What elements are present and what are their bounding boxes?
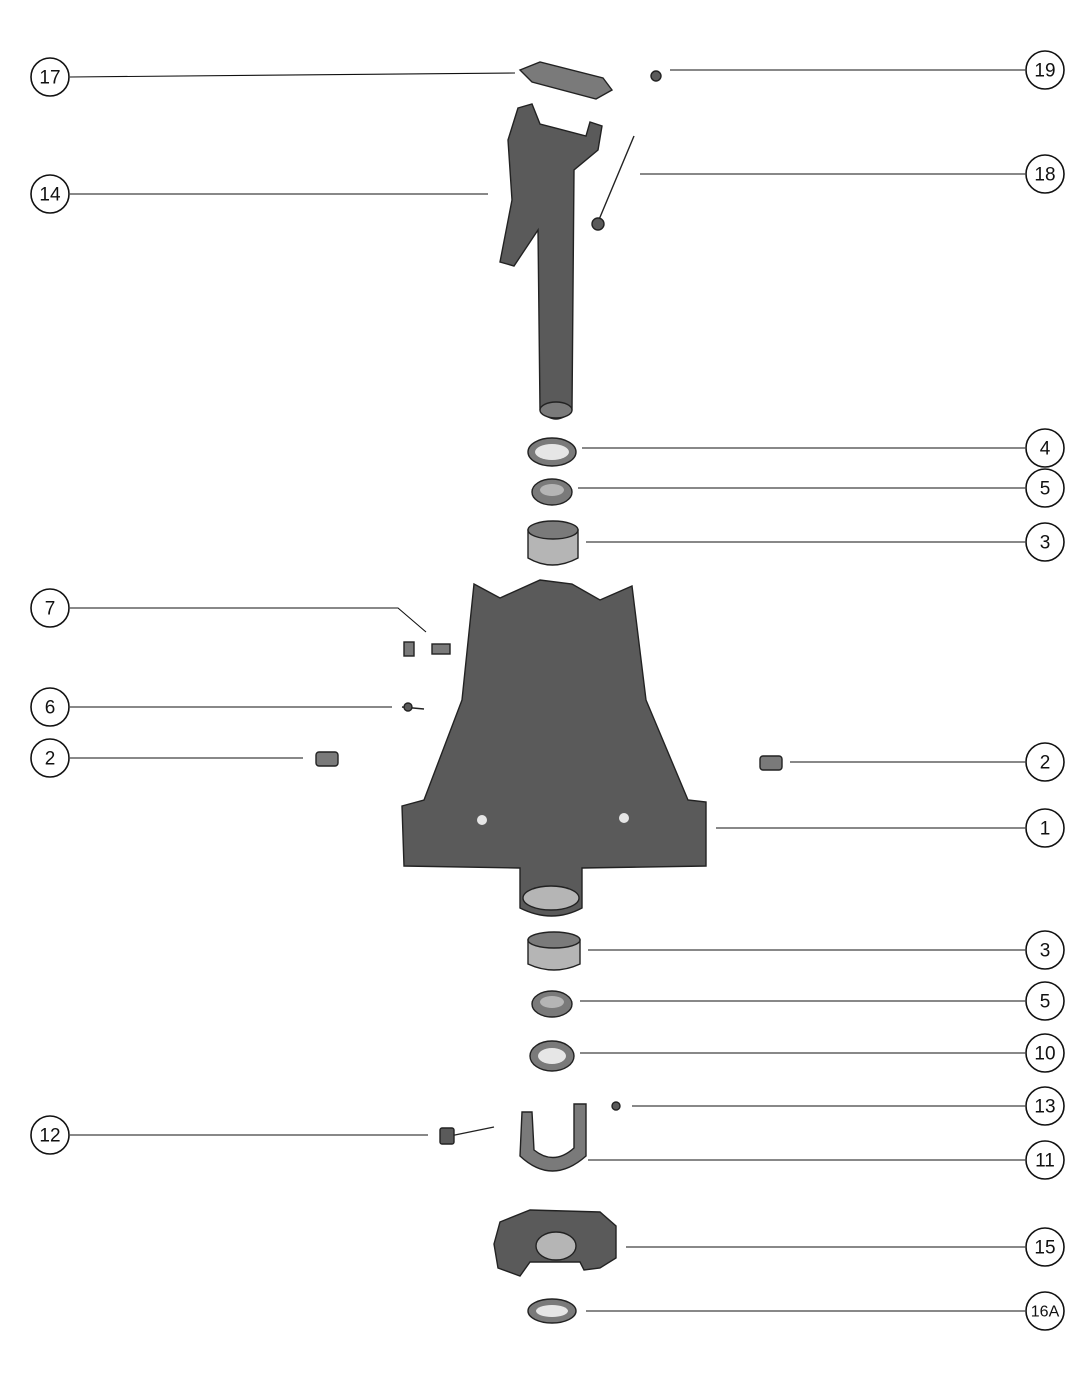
callout-19-label: 19: [1034, 61, 1055, 82]
callout-15: 15: [1025, 1227, 1065, 1267]
callout-3-top-label: 3: [1040, 533, 1051, 554]
callout-6: 6: [30, 687, 70, 727]
part-7-fitting: [403, 641, 451, 657]
callout-17: 17: [30, 57, 70, 97]
part-16a-ring: [527, 1298, 577, 1324]
callout-5-bottom-label: 5: [1040, 992, 1051, 1013]
callout-12: 12: [30, 1115, 70, 1155]
part-4-ring: [527, 437, 577, 467]
callout-2-right-label: 2: [1040, 753, 1051, 774]
callout-3-bottom-label: 3: [1040, 941, 1051, 962]
part-5-seal-top: [531, 478, 573, 506]
callout-14: 14: [30, 174, 70, 214]
part-1-swivel-housing: [401, 579, 707, 917]
callout-7: 7: [30, 588, 70, 628]
part-6-screw: [401, 702, 425, 712]
callout-4: 4: [1025, 428, 1065, 468]
callout-14-label: 14: [39, 185, 61, 206]
part-17-plate: [518, 61, 614, 100]
callout-19: 19: [1025, 50, 1065, 90]
part-12-bolt: [439, 1126, 495, 1145]
callout-10-label: 10: [1034, 1044, 1055, 1065]
callout-1-label: 1: [1040, 819, 1051, 840]
callout-3-top: 3: [1025, 522, 1065, 562]
callout-4-label: 4: [1040, 439, 1051, 460]
callout-13: 13: [1025, 1086, 1065, 1126]
part-19-nut: [650, 70, 662, 82]
callout-11-label: 11: [1035, 1151, 1055, 1172]
callout-16a: 16A: [1025, 1291, 1065, 1331]
callout-18-label: 18: [1034, 165, 1055, 186]
leader-lines: [69, 69, 1025, 1312]
callout-3-bottom: 3: [1025, 930, 1065, 970]
callout-17-label: 17: [39, 68, 60, 89]
part-2-plug-left: [315, 751, 339, 767]
part-11-clamp: [519, 1103, 587, 1172]
part-3-bushing-bottom: [527, 931, 581, 971]
callout-18: 18: [1025, 154, 1065, 194]
part-18-bolt: [591, 135, 635, 231]
callout-11: 11: [1025, 1140, 1065, 1180]
part-15-yoke: [493, 1209, 617, 1277]
callout-15-label: 15: [1034, 1238, 1055, 1259]
part-5-seal-bottom: [531, 990, 573, 1018]
callout-7-label: 7: [45, 599, 56, 620]
callout-6-label: 6: [45, 698, 56, 719]
callout-5-top-label: 5: [1040, 479, 1051, 500]
callout-2-left-label: 2: [45, 749, 56, 770]
callout-1: 1: [1025, 808, 1065, 848]
part-14-swivel-shaft: [499, 103, 603, 420]
callout-10: 10: [1025, 1033, 1065, 1073]
part-2-plug-right: [759, 755, 783, 771]
part-10-ring: [529, 1040, 575, 1072]
callout-13-label: 13: [1034, 1097, 1055, 1118]
callout-12-label: 12: [39, 1126, 60, 1147]
part-3-bushing-top: [527, 520, 579, 566]
callout-5-top: 5: [1025, 468, 1065, 508]
callout-16a-label: 16A: [1031, 1304, 1060, 1321]
callout-2-right: 2: [1025, 742, 1065, 782]
callout-5-bottom: 5: [1025, 981, 1065, 1021]
part-13-nut: [611, 1101, 621, 1111]
callout-2-left: 2: [30, 738, 70, 778]
